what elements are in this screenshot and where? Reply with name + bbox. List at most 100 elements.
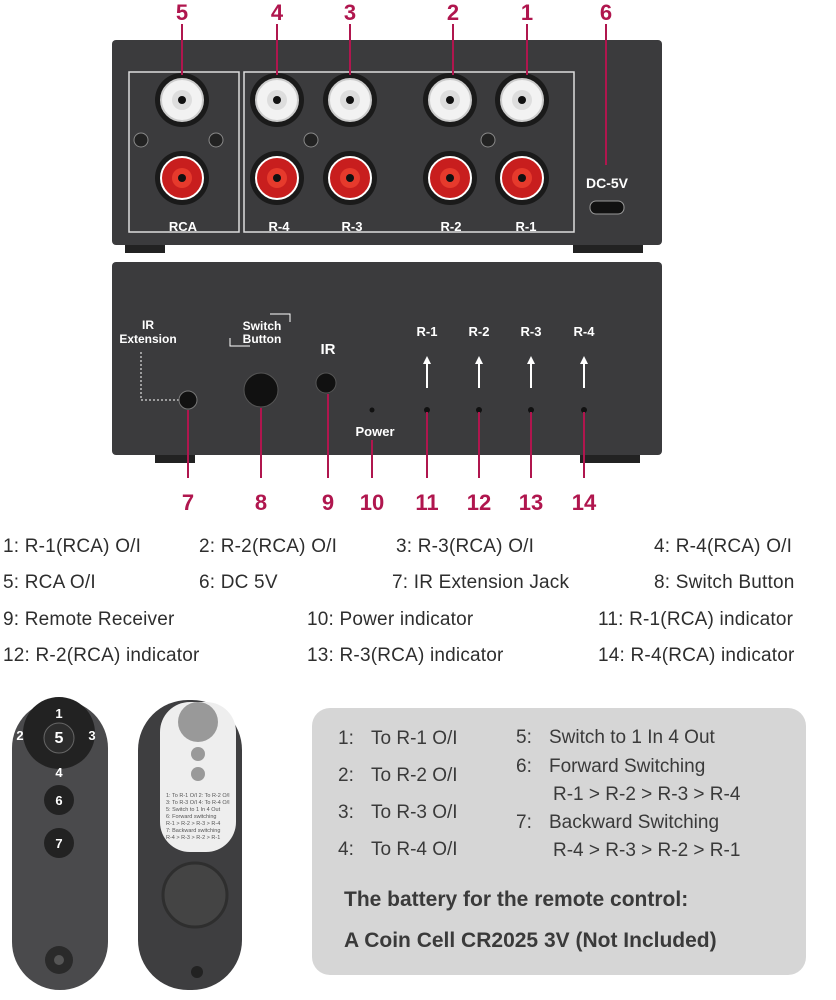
instruction-text: To R-2 O/I <box>371 765 458 786</box>
rca-jack-white <box>495 73 549 127</box>
legend-item: 12: R-2(RCA) indicator <box>3 645 200 666</box>
rca-jack-red <box>155 151 209 205</box>
back-label-line: R-1 > R-2 > R-3 > R-4 <box>166 821 220 827</box>
callout-10: 10 <box>360 490 384 515</box>
instruction-text: To R-4 O/I <box>371 839 458 860</box>
label-dc: DC-5V <box>586 175 629 191</box>
callout-11: 11 <box>415 490 438 515</box>
legend-item: 10: Power indicator <box>307 609 474 630</box>
back-label-line: 1: To R-1 O/I 2: To R-2 O/I <box>166 793 230 799</box>
legend-item: 3: R-3(RCA) O/I <box>396 536 535 557</box>
instruction-text: 4: <box>338 839 354 860</box>
screw-icon <box>208 132 224 148</box>
ir-extension-jack <box>178 390 198 410</box>
callout-14: 14 <box>572 490 597 515</box>
legend-item: 5: RCA O/I <box>3 572 96 593</box>
screw-icon <box>480 132 496 148</box>
back-label-line: 5: Switch to 1 In 4 Out <box>166 807 221 813</box>
label-ir: IR <box>321 341 336 358</box>
instruction-text: 2: <box>338 765 354 786</box>
remote-illustration: 1 2 5 3 4 6 7 1: To R-1 O/I 2: To R-2 O/I3: To… <box>12 697 242 990</box>
label-r1: R-1 <box>516 219 537 234</box>
instruction-text: To R-1 O/I <box>371 728 458 749</box>
label-ir-ext: IR <box>142 318 154 332</box>
led-label-r1: R-1 <box>417 324 438 339</box>
instructions-box <box>312 708 806 975</box>
led-indicator <box>581 407 587 413</box>
legend-item: 14: R-4(RCA) indicator <box>598 645 795 666</box>
remote-button-7[interactable]: 7 <box>55 836 62 851</box>
remote-button-5[interactable]: 5 <box>55 730 64 747</box>
instruction-text: The battery for the remote control: <box>344 888 689 911</box>
legend-item: 2: R-2(RCA) O/I <box>199 536 338 557</box>
legend-item: 8: Switch Button <box>654 572 795 593</box>
legend-item: 1: R-1(RCA) O/I <box>3 536 142 557</box>
legend-item: 9: Remote Receiver <box>3 609 175 630</box>
led-indicator <box>528 407 534 413</box>
remote-button-6[interactable]: 6 <box>55 793 62 808</box>
rca-jack-white <box>423 73 477 127</box>
remote-back: 1: To R-1 O/I 2: To R-2 O/I3: To R-3 O/I… <box>138 700 242 990</box>
back-label-line: R-4 > R-3 > R-2 > R-1 <box>166 835 220 841</box>
instruction-text: 1: <box>338 728 354 749</box>
led-label-r2: R-2 <box>469 324 490 339</box>
led-indicator <box>424 407 430 413</box>
rca-jack-white <box>250 73 304 127</box>
legend-item: 4: R-4(RCA) O/I <box>654 536 793 557</box>
instruction-text: Switch to 1 In 4 Out <box>549 727 715 748</box>
instruction-text: 6: <box>516 756 532 777</box>
legend-item: 6: DC 5V <box>199 572 278 593</box>
callout-1: 1 <box>521 0 533 25</box>
instruction-text: 7: <box>516 812 532 833</box>
switch-button <box>243 372 279 408</box>
remote-button-2[interactable]: 2 <box>16 728 23 743</box>
instruction-text: 3: <box>338 802 354 823</box>
device-diagram: RCA R-4 R-3 R-2 R-1 DC-5V 5 4 3 2 1 6 IR… <box>112 0 662 515</box>
back-label-line: 3: To R-3 O/I 4: To R-4 O/I <box>166 800 230 806</box>
callout-6: 6 <box>600 0 612 25</box>
instruction-text: To R-3 O/I <box>371 802 458 823</box>
instruction-text: Backward Switching <box>549 812 720 833</box>
instruction-text: 5: <box>516 727 532 748</box>
remote-button-4[interactable]: 4 <box>55 765 63 780</box>
front-panel: RCA R-4 R-3 R-2 R-1 DC-5V <box>112 40 662 253</box>
callout-2: 2 <box>447 0 459 25</box>
callout-5: 5 <box>176 0 188 25</box>
rca-jack-red <box>323 151 377 205</box>
label-switch: Switch <box>243 319 282 333</box>
rca-jack-red <box>495 151 549 205</box>
screw-icon <box>303 132 319 148</box>
remote-button-1[interactable]: 1 <box>55 706 62 721</box>
label-rca: RCA <box>169 219 198 234</box>
screw-icon <box>133 132 149 148</box>
instruction-text: Forward Switching <box>549 756 706 777</box>
label-r3: R-3 <box>342 219 363 234</box>
remote-front: 1 2 5 3 4 6 7 <box>12 697 108 990</box>
callout-4: 4 <box>271 0 284 25</box>
back-label-line: 7: Backward switching <box>166 828 220 834</box>
legend-item: 13: R-3(RCA) indicator <box>307 645 504 666</box>
ir-receiver <box>315 372 337 394</box>
rca-jack-red <box>250 151 304 205</box>
instruction-text: R-4 > R-3 > R-2 > R-1 <box>553 840 741 861</box>
callout-3: 3 <box>344 0 356 25</box>
rca-jack-red <box>423 151 477 205</box>
instruction-text: A Coin Cell CR2025 3V (Not Included) <box>344 929 717 952</box>
led-indicator <box>476 407 482 413</box>
instruction-text: R-1 > R-2 > R-3 > R-4 <box>553 784 741 805</box>
back-label-line: 6: Forward switching <box>166 814 216 820</box>
usb-c-port <box>589 200 625 215</box>
callout-12: 12 <box>467 490 491 515</box>
led-label-r4: R-4 <box>574 324 596 339</box>
callout-7: 7 <box>182 490 194 515</box>
remote-button-3[interactable]: 3 <box>88 728 95 743</box>
rca-jack-white <box>155 73 209 127</box>
label-extension: Extension <box>119 332 176 346</box>
callout-8: 8 <box>255 490 267 515</box>
label-r2: R-2 <box>441 219 462 234</box>
label-r4: R-4 <box>269 219 291 234</box>
led-label-r3: R-3 <box>521 324 542 339</box>
label-power: Power <box>355 424 394 439</box>
legend-item: 7: IR Extension Jack <box>392 572 570 593</box>
